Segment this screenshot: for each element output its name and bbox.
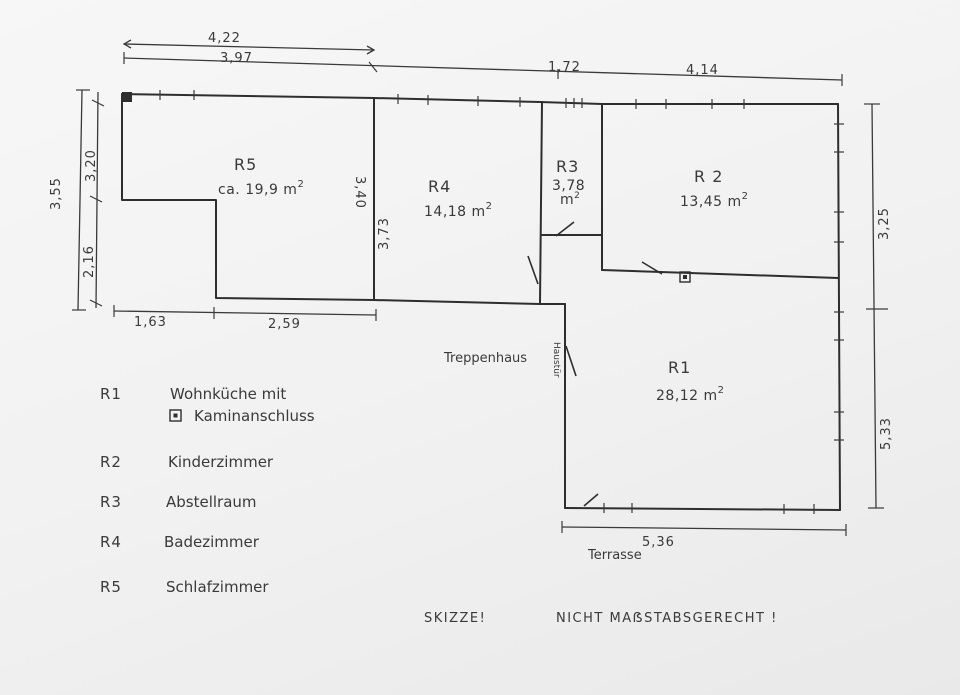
- dim-left-2-16: 2,16: [82, 245, 97, 278]
- doors: [527, 221, 663, 507]
- top-dimension-lines: [122, 39, 843, 86]
- room-r4-name: R4: [428, 177, 451, 196]
- note-nicht-massstabsgerecht: NICHT MAẞSTABSGERECHT !: [556, 611, 778, 626]
- dim-left-3-20: 3,20: [84, 149, 99, 182]
- right-dimension-lines: [864, 103, 888, 509]
- walls: [121, 93, 841, 511]
- dim-bottom-2-59: 2,59: [268, 317, 301, 332]
- dim-top-1-72: 1,72: [548, 60, 581, 75]
- dim-right-3-25: 3,25: [877, 207, 892, 240]
- dim-r4-3-73: 3,73: [377, 217, 392, 250]
- legend-code-r4: R4: [100, 533, 122, 551]
- room-r3-area: 3,78: [552, 178, 585, 194]
- dim-r4-3-40: 3,40: [352, 176, 367, 209]
- legend-desc-r5: Schlafzimmer: [166, 578, 269, 596]
- bottom-dimension-lines: [113, 305, 377, 321]
- label-haustuer: Haustür: [551, 342, 561, 378]
- window-ticks: [159, 90, 844, 514]
- room-r4-area: 14,18 m2: [424, 201, 493, 220]
- terrace-dimension-line: [561, 521, 847, 536]
- dim-top-3-97: 3,97: [220, 51, 253, 66]
- legend-code-r1: R1: [100, 385, 122, 403]
- legend-desc-kaminanschluss: Kaminanschluss: [194, 407, 315, 425]
- note-skizze: SKIZZE!: [424, 611, 486, 626]
- room-r2-area: 13,45 m2: [680, 191, 749, 210]
- dim-right-5-33: 5,33: [879, 417, 894, 450]
- room-r3-unit: m2: [560, 191, 580, 208]
- dim-top-4-22: 4,22: [208, 31, 241, 46]
- legend-desc-r2: Kinderzimmer: [168, 453, 274, 471]
- room-r5-area: ca. 19,9 m2: [218, 179, 304, 198]
- dim-terrace-5-36: 5,36: [642, 535, 675, 550]
- label-treppenhaus: Treppenhaus: [443, 351, 527, 366]
- room-r1-name: R1: [668, 358, 691, 377]
- label-terrasse: Terrasse: [587, 548, 642, 563]
- chimney-legend-icon: [169, 409, 182, 422]
- dim-bottom-1-63: 1,63: [134, 315, 167, 330]
- legend-desc-r4: Badezimmer: [164, 533, 260, 551]
- dim-left-3-55: 3,55: [49, 177, 64, 210]
- legend: R1 Wohnküche mit Kaminanschluss R2 Kinde…: [100, 385, 315, 596]
- room-r3-name: R3: [556, 157, 579, 176]
- legend-desc-r3: Abstellraum: [166, 493, 257, 511]
- legend-code-r5: R5: [100, 578, 122, 596]
- legend-code-r2: R2: [100, 453, 122, 471]
- left-dimension-lines: [72, 89, 105, 311]
- room-r5-name: R5: [234, 155, 257, 174]
- dim-top-4-14: 4,14: [686, 63, 719, 78]
- legend-code-r3: R3: [100, 493, 122, 511]
- room-r2-name: R 2: [694, 167, 723, 186]
- corner-marker: [122, 92, 132, 102]
- legend-desc-r1: Wohnküche mit: [170, 385, 286, 403]
- room-r1-area: 28,12 m2: [656, 385, 725, 404]
- chimney-symbol: [679, 271, 691, 283]
